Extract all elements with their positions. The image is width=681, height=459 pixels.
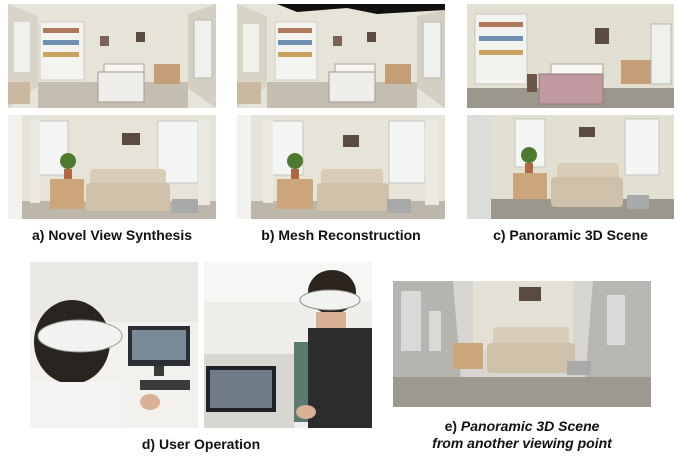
panel-c-top-bedroom xyxy=(467,4,674,108)
panel-d-user-photo-right xyxy=(204,262,372,428)
panel-c-bottom-livingroom xyxy=(467,115,674,219)
panel-d-user-photo-left xyxy=(30,262,198,428)
panel-a-bottom-livingroom xyxy=(8,115,216,219)
caption-b: b) Mesh Reconstruction xyxy=(261,227,421,243)
panel-e-panoramic-alt-view xyxy=(393,281,651,407)
caption-a: a) Novel View Synthesis xyxy=(31,227,193,243)
caption-e-line1: Panoramic 3D Scene xyxy=(460,418,600,434)
caption-e-line2: from another viewing point xyxy=(432,435,612,451)
panel-b-bottom-livingroom xyxy=(237,115,445,219)
caption-e-prefix: e) xyxy=(444,418,461,434)
panel-b-top-bedroom xyxy=(237,4,445,108)
caption-c: c) Panoramic 3D Scene xyxy=(493,227,648,243)
caption-d: d) User Operation xyxy=(141,436,261,452)
caption-e: e) Panoramic 3D Scene from another viewi… xyxy=(393,418,651,452)
panel-a-top-bedroom xyxy=(8,4,216,108)
